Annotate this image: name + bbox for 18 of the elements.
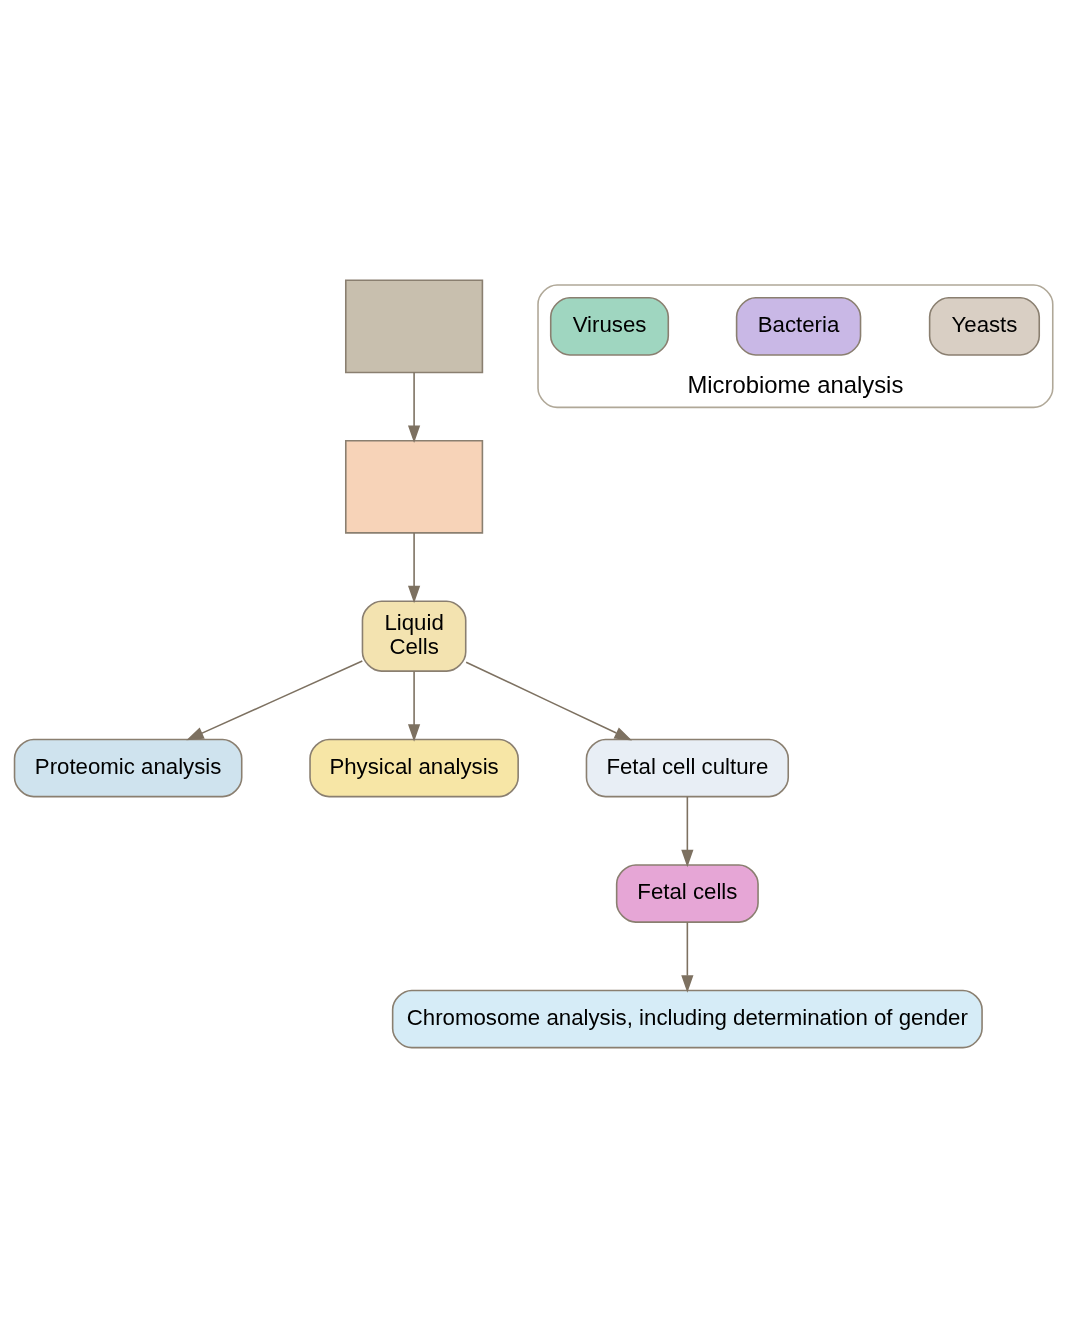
arrow <box>681 795 694 868</box>
node-box: Fetal cell culture <box>585 738 790 798</box>
node-box: Chromosome analysis, including determination of gender <box>391 989 983 1049</box>
arrow <box>465 661 632 741</box>
node-box <box>345 279 484 374</box>
node-box: Fetal cells <box>615 864 759 923</box>
node-box: Yeasts <box>928 296 1041 356</box>
arrow <box>407 532 421 604</box>
arrow <box>407 670 421 742</box>
node-box: Bacteria <box>735 296 862 356</box>
node-box <box>345 439 484 534</box>
node-box: Liquid Cells <box>361 600 467 672</box>
arrow <box>407 371 421 443</box>
node-box: Proteomic analysis <box>13 738 243 798</box>
arrow <box>186 660 364 741</box>
arrow <box>681 921 694 993</box>
node-box: Viruses <box>549 296 670 356</box>
node-box: Physical analysis <box>309 738 519 798</box>
